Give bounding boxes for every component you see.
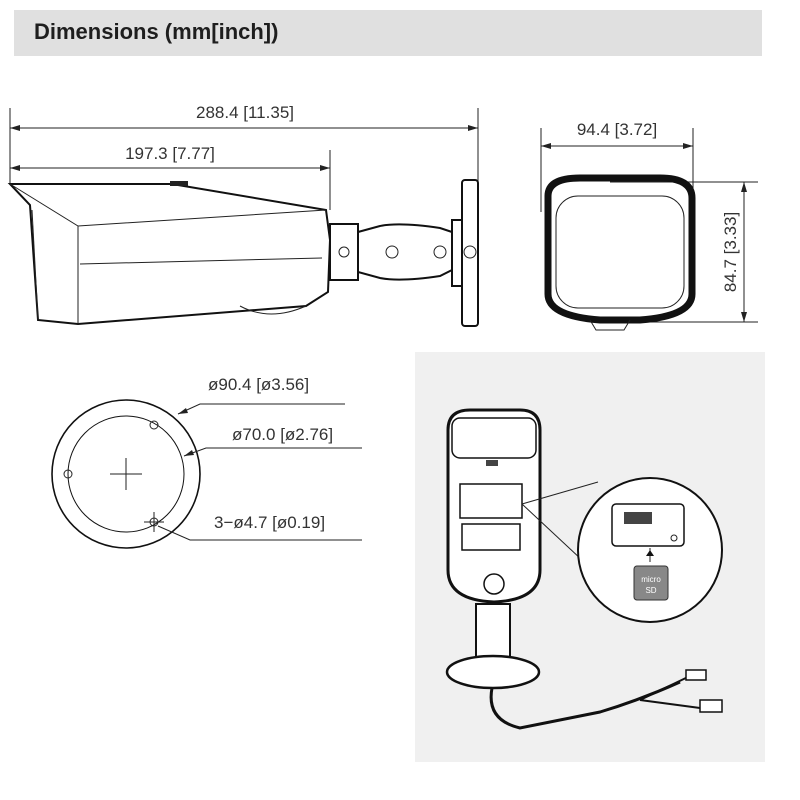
arrow-h-top	[741, 182, 747, 192]
zoom-slot-opening	[624, 512, 652, 524]
neck-screw	[463, 245, 477, 259]
arm-screw-1	[385, 245, 399, 259]
arrow-w-right	[683, 143, 693, 149]
inset-sd-slot-cover	[459, 483, 523, 519]
body-length-label: 197.3 [7.77]	[125, 144, 215, 163]
sd-card-label-1: micro	[641, 575, 661, 584]
mount-hole-1	[149, 420, 159, 430]
leader-holes	[157, 525, 362, 541]
camera-body	[7, 183, 332, 326]
micro-sd-card	[633, 565, 669, 601]
arrow-right-2	[320, 165, 330, 171]
arrow-left-2	[10, 165, 20, 171]
bottom-curve	[239, 305, 307, 315]
arrow-w-left	[541, 143, 551, 149]
inset-connector-1	[685, 669, 707, 681]
inset-lower-panel	[461, 523, 521, 551]
arrow-left	[10, 125, 20, 131]
sunshield-edge	[9, 183, 327, 227]
front-body-outer	[544, 174, 696, 324]
inset-reset-button	[483, 573, 505, 595]
height-label: 84.7 [3.33]	[721, 212, 740, 292]
inset-cable-split	[639, 675, 701, 709]
outer-diameter-label: ø90.4 [ø3.56]	[208, 375, 309, 394]
leader-outer	[177, 403, 345, 415]
wall-plate	[461, 179, 479, 327]
body-seam	[79, 257, 323, 265]
bracket-joint	[329, 223, 359, 281]
section-header: Dimensions (mm[inch])	[14, 10, 762, 56]
sd-card-label-2: SD	[645, 586, 656, 595]
inset-indicator	[486, 460, 498, 466]
zoom-sd-slot	[611, 503, 685, 547]
front-view: 94.4 [3.72] 84.7 [3.33]	[540, 120, 758, 331]
inset-mount-base	[445, 654, 541, 690]
bracket-neck	[451, 219, 463, 287]
inset-camera-top	[451, 417, 537, 459]
arrow-h-bottom	[741, 312, 747, 322]
side-view: 288.4 [11.35] 197.3 [7.77]	[7, 103, 479, 327]
leader-bolt-arrow	[184, 450, 194, 456]
bolt-circle-label: ø70.0 [ø2.76]	[232, 425, 333, 444]
inset-connector-2	[699, 699, 723, 713]
callout-line-bottom	[521, 503, 583, 561]
leader-outer-arrow	[178, 408, 188, 414]
mount-outer-circle	[51, 399, 201, 549]
lens-front	[31, 209, 39, 321]
zoom-screw	[670, 534, 678, 542]
leader-bolt	[183, 447, 362, 457]
mount-hole-2	[63, 469, 73, 479]
arrow-right	[468, 125, 478, 131]
front-lens-frame	[555, 195, 685, 309]
zoom-insert-arrow	[646, 550, 654, 556]
width-label: 94.4 [3.72]	[577, 120, 657, 139]
inset-bracket	[475, 603, 511, 663]
joint-screw	[338, 246, 350, 258]
section-title: Dimensions (mm[inch])	[34, 19, 279, 44]
arm-screw-2	[433, 245, 447, 259]
top-button	[170, 181, 188, 186]
mount-view: ø90.4 [ø3.56] ø70.0 [ø2.76] 3−ø4.7 [ø0.1…	[51, 375, 362, 549]
sd-card-inset: micro SD	[415, 352, 765, 762]
front-base	[589, 319, 631, 331]
holes-label: 3−ø4.7 [ø0.19]	[214, 513, 325, 532]
bracket-arm	[357, 223, 453, 281]
mount-bolt-circle	[67, 415, 185, 533]
overall-length-label: 288.4 [11.35]	[196, 103, 294, 122]
callout-line-top	[521, 481, 599, 505]
